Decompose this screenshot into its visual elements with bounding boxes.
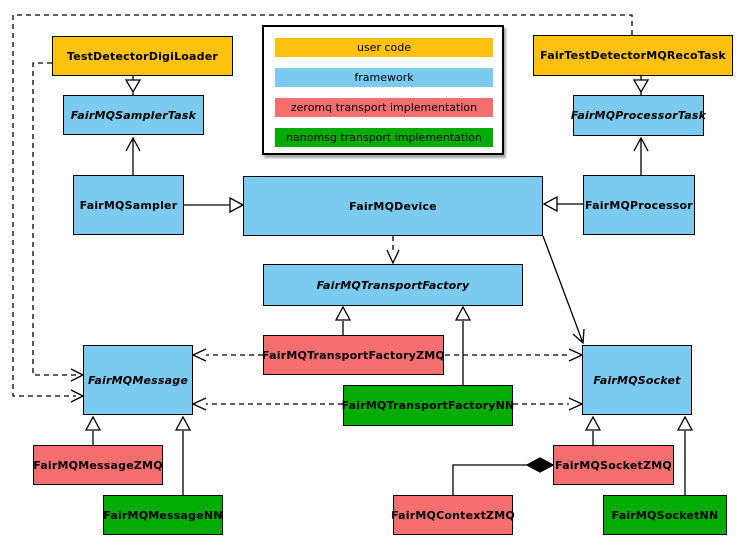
node-fairmq-socket-nn: FairMQSocketNN — [603, 495, 727, 535]
node-fair-test-detector-mq-reco-task: FairTestDetectorMQRecoTask — [533, 35, 733, 76]
arrowhead-open — [125, 136, 141, 152]
legend-item-zeromq: zeromq transport implementation — [275, 98, 493, 117]
node-test-detector-digi-loader: TestDetectorDigiLoader — [52, 36, 233, 76]
node-fairmq-transport-factory: FairMQTransportFactory — [263, 264, 523, 306]
arrowhead-triangle — [334, 305, 352, 321]
node-fairmq-context-zmq: FairMQContextZMQ — [391, 495, 515, 535]
node-fairmq-processor-task: FairMQProcessorTask — [571, 95, 706, 136]
arrowhead-triangle — [676, 415, 694, 431]
arrowhead-triangle — [454, 305, 472, 321]
node-fairmq-sampler-task: FairMQSamplerTask — [63, 95, 204, 135]
arrowhead-open — [70, 389, 85, 403]
node-fairmq-transport-factory-nn: FairMQTransportFactoryNN — [342, 385, 514, 426]
arrowhead-open — [386, 249, 400, 265]
legend-item-nanomsg: nanomsg transport implementation — [275, 128, 493, 147]
arrowhead-open — [191, 397, 207, 411]
legend-item-framework: framework — [275, 68, 493, 87]
arrowhead-open — [633, 136, 649, 152]
node-fairmq-message-nn: FairMQMessageNN — [103, 495, 223, 535]
arrowhead-triangle — [632, 79, 650, 94]
legend-item-user-code: user code — [275, 38, 493, 57]
legend: user code framework zeromq transport imp… — [262, 25, 504, 155]
node-fairmq-sampler: FairMQSampler — [73, 175, 184, 235]
arrowhead-open — [568, 348, 584, 362]
arrowhead-triangle — [124, 79, 142, 94]
arrowhead-open — [572, 328, 585, 345]
node-fairmq-message-zmq: FairMQMessageZMQ — [33, 445, 163, 485]
edge-dep-recotask-message — [12, 14, 633, 397]
arrowhead-triangle — [542, 195, 558, 213]
node-fairmq-device: FairMQDevice — [243, 176, 543, 236]
edge-dep-digiloader-message — [32, 62, 76, 376]
node-fairmq-socket: FairMQSocket — [582, 345, 692, 415]
arrowhead-open — [568, 397, 584, 411]
arrowhead-triangle — [84, 415, 102, 431]
node-fairmq-transport-factory-zmq: FairMQTransportFactoryZMQ — [262, 335, 445, 375]
arrowhead-triangle — [584, 415, 602, 431]
node-fairmq-socket-zmq: FairMQSocketZMQ — [553, 445, 674, 485]
node-fairmq-message: FairMQMessage — [83, 345, 193, 415]
node-fairmq-processor: FairMQProcessor — [583, 175, 695, 235]
arrowhead-open — [191, 348, 207, 362]
arrowhead-triangle — [229, 196, 245, 214]
composition-diamond — [525, 457, 555, 473]
edge-assoc-device-socket — [542, 235, 584, 344]
arrowhead-triangle — [174, 415, 192, 431]
edge-comp-contextzmq-socketzmq — [452, 464, 527, 495]
